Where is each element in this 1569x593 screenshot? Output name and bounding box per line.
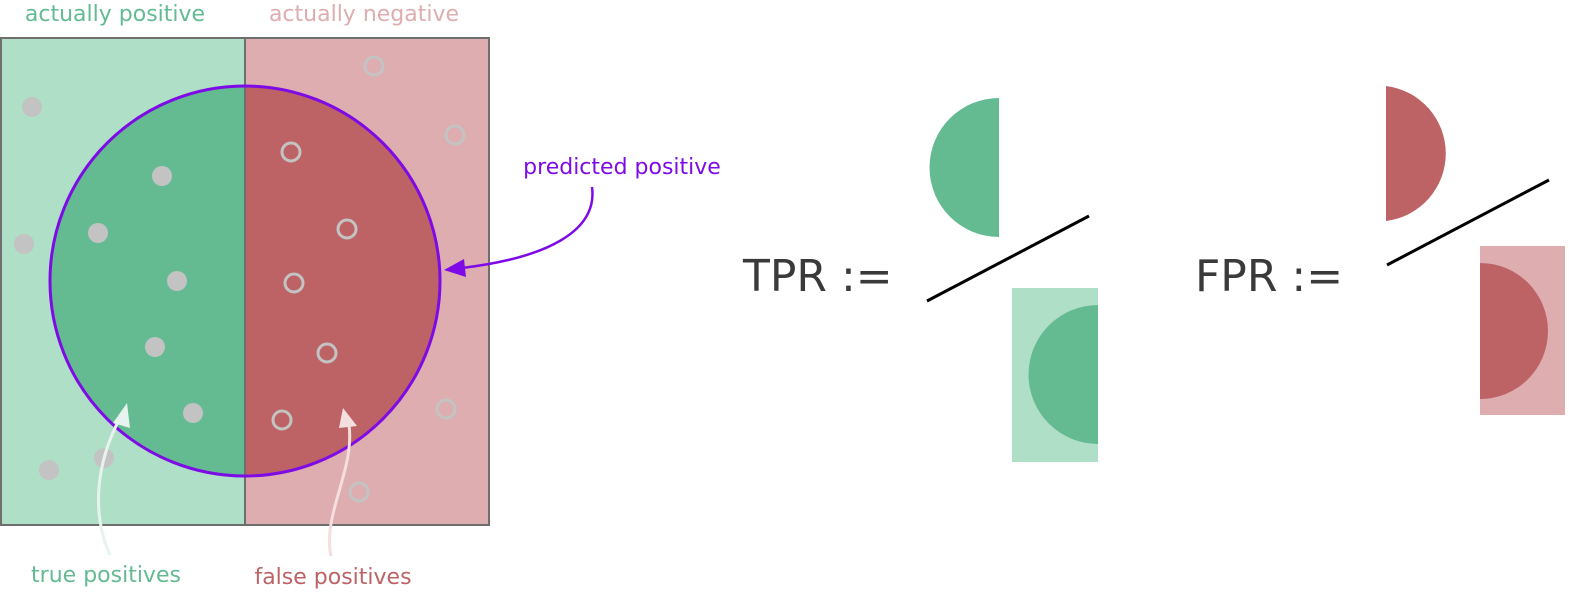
true-positives-arrow — [97, 417, 122, 556]
fpr-numerator-false-positives — [1386, 86, 1446, 221]
negative-sample-ring — [348, 481, 370, 503]
fpr-denominator-false-positives — [1480, 263, 1548, 399]
fpr-fraction-bar — [1386, 178, 1550, 267]
fpr-formula-label: FPR := — [1195, 251, 1343, 302]
predicted-positive-label: predicted positive — [523, 155, 721, 180]
tpr-formula-label: TPR := — [742, 251, 893, 302]
predicted-positive-outline — [48, 84, 442, 478]
positive-sample-dot — [183, 403, 203, 423]
false-positives-arrow — [328, 424, 352, 557]
negative-sample-ring — [363, 55, 385, 77]
negative-sample-ring — [435, 398, 457, 420]
negative-sample-ring — [336, 218, 358, 240]
header-actually-negative: actually negative — [269, 2, 459, 27]
positive-samples — [14, 97, 203, 480]
false-positives-label: false positives — [254, 565, 411, 590]
true-positives-label: true positives — [31, 563, 181, 588]
tpr-denominator-true-positives — [1028, 305, 1098, 444]
positive-sample-dot — [145, 337, 165, 357]
positive-sample-dot — [39, 460, 59, 480]
false-positives-arrowhead — [339, 408, 357, 428]
predicted-positive-arrow — [461, 186, 594, 270]
tpr-numerator-true-positives — [929, 98, 999, 237]
false-positive-region — [245, 86, 440, 476]
positive-sample-dot — [14, 234, 34, 254]
header-actually-positive: actually positive — [25, 2, 205, 27]
negative-sample-ring — [271, 409, 293, 431]
true-positive-region — [50, 86, 245, 476]
true-positives-arrowhead — [113, 403, 130, 428]
tpr-fraction-bar — [926, 214, 1090, 303]
negative-samples — [271, 55, 466, 503]
negative-sample-ring — [444, 124, 466, 146]
predicted-positive-arrowhead — [444, 259, 466, 277]
positive-sample-dot — [22, 97, 42, 117]
positive-sample-dot — [167, 271, 187, 291]
negative-sample-ring — [280, 141, 302, 163]
positive-sample-dot — [152, 166, 172, 186]
negative-sample-ring — [283, 272, 305, 294]
positive-sample-dot — [88, 223, 108, 243]
negative-sample-ring — [316, 342, 338, 364]
